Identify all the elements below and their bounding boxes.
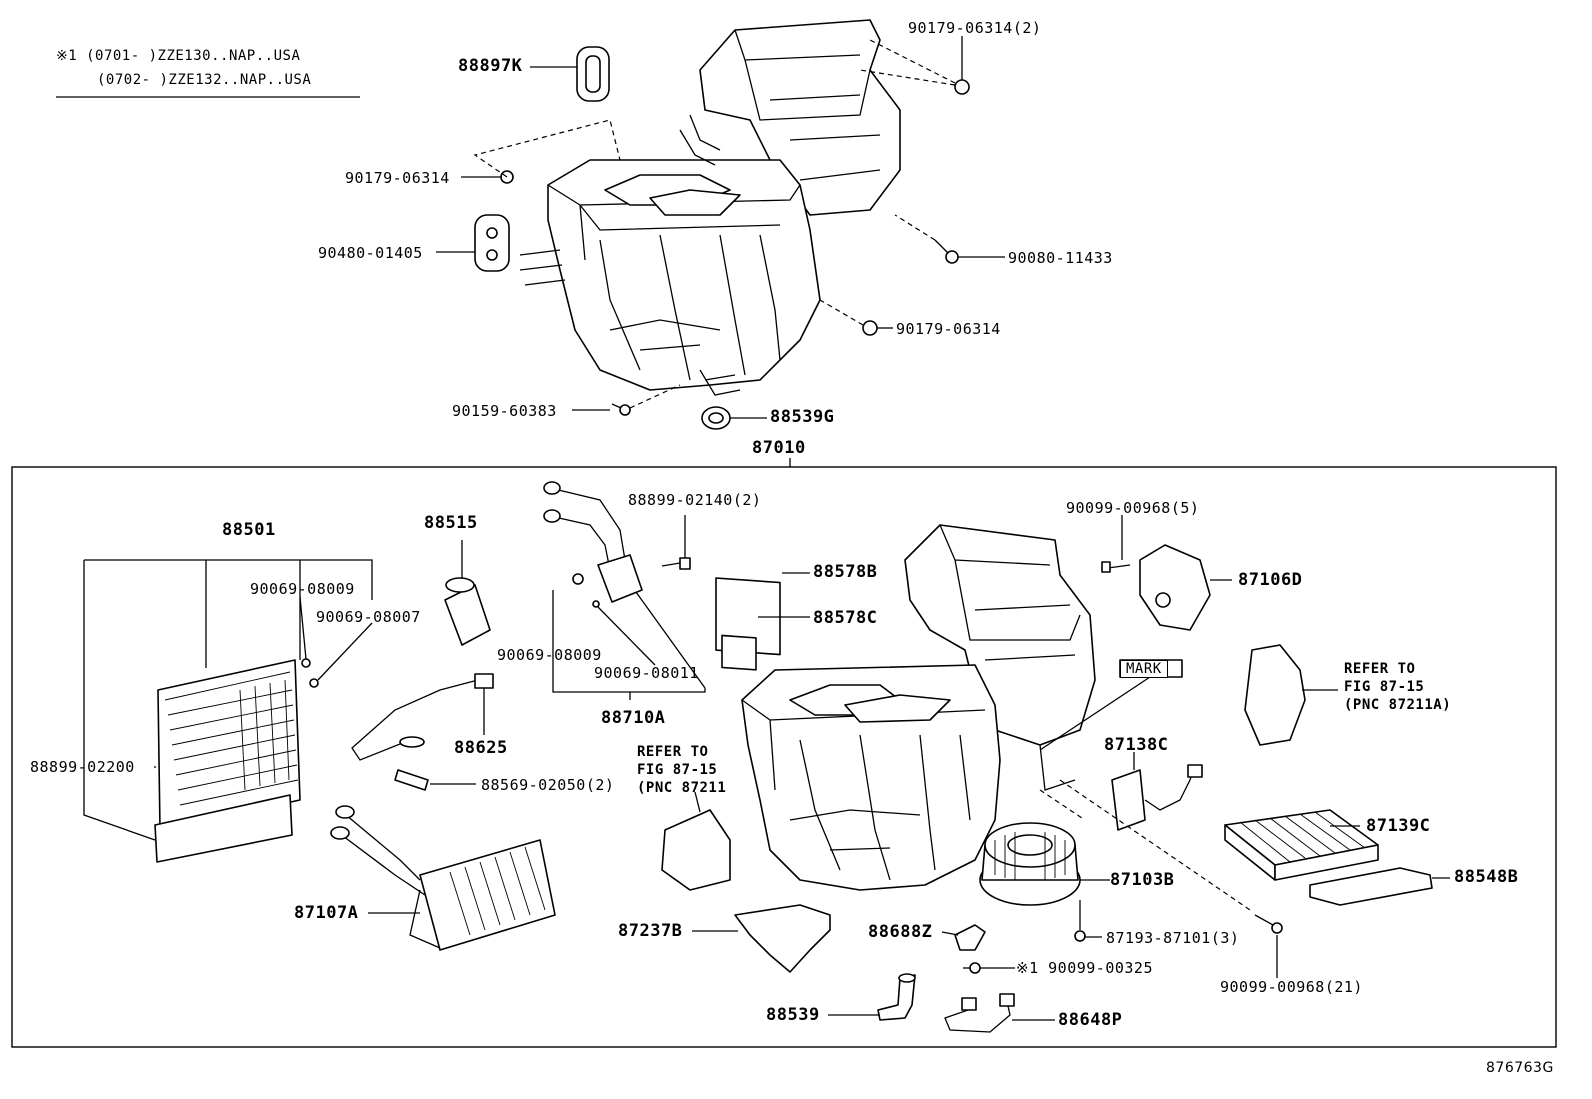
label-88515: 88515 xyxy=(424,513,478,533)
refer-line: (PNC 87211A) xyxy=(1344,697,1452,713)
label-90069-08009-a: 90069-08009 xyxy=(250,580,355,598)
grommet-88897K xyxy=(576,46,610,102)
blower-motor-87103B xyxy=(979,822,1081,906)
label-87106D: 87106D xyxy=(1238,570,1303,590)
upper-hvac-unit xyxy=(519,19,901,396)
label-87107A: 87107A xyxy=(294,903,359,923)
evaporator-88501 xyxy=(154,659,301,863)
refer-line: REFER TO xyxy=(637,744,709,760)
label-88501: 88501 xyxy=(222,520,276,540)
figure-id: 876763G xyxy=(1486,1060,1554,1076)
label-88897K: 88897K xyxy=(458,56,523,76)
label-90080-11433: 90080-11433 xyxy=(1008,249,1113,267)
label-88539: 88539 xyxy=(766,1005,820,1025)
clip-90179-b xyxy=(862,320,878,336)
label-87237B: 87237B xyxy=(618,921,683,941)
resistor-87138C xyxy=(1111,764,1203,831)
clip-88569 xyxy=(394,769,429,791)
screw-90099-00968-21 xyxy=(1254,914,1283,934)
label-87139C: 87139C xyxy=(1366,816,1431,836)
screw-87193 xyxy=(1074,900,1086,942)
bracket-88688Z xyxy=(954,924,986,951)
o-ring-08009 xyxy=(301,658,311,668)
label-90179-06314-2: 90179-06314(2) xyxy=(908,19,1042,37)
o-ring-08007 xyxy=(309,678,319,688)
label-87193-87101: 87193-87101(3) xyxy=(1106,929,1240,947)
assembly-frame xyxy=(11,466,1557,1048)
label-88899-02140: 88899-02140(2) xyxy=(628,491,762,509)
refer-line: (PNC 87211 xyxy=(637,780,727,796)
label-88899-02200: 88899-02200 xyxy=(30,758,135,776)
refer-block-87211: REFER TO FIG 87-15 (PNC 87211 xyxy=(637,743,726,797)
note-line-2: (0702- )ZZE132..NAP..USA xyxy=(97,72,312,88)
label-88625: 88625 xyxy=(454,738,508,758)
clip-90179-top xyxy=(954,79,970,95)
label-90179-06314-a: 90179-06314 xyxy=(345,169,450,187)
pipes-88710A xyxy=(543,481,643,603)
thermistor-88625 xyxy=(351,673,494,761)
cover-87237B xyxy=(734,904,831,973)
label-88539G: 88539G xyxy=(770,407,835,427)
label-88548B: 88548B xyxy=(1454,867,1519,887)
note-line-1: ※1 (0701- )ZZE130..NAP..USA xyxy=(56,48,301,64)
label-90099-00325: ※1 90099-00325 xyxy=(1016,959,1153,977)
duct-87211A xyxy=(1244,644,1306,746)
mark-label: MARK xyxy=(1120,660,1168,678)
hose-88539 xyxy=(877,973,916,1021)
duct-87211 xyxy=(661,809,731,891)
filter-87139C xyxy=(1224,809,1379,881)
assembly-label-87010: 87010 xyxy=(752,438,806,458)
label-90179-06314-b: 90179-06314 xyxy=(896,320,1001,338)
screw-90099-00325 xyxy=(963,962,981,974)
label-88648P: 88648P xyxy=(1058,1010,1123,1030)
o-ring-88710-b xyxy=(592,600,600,608)
grommet-90480-01405 xyxy=(474,214,510,272)
label-88688Z: 88688Z xyxy=(868,922,933,942)
lower-hvac-unit xyxy=(741,524,1096,891)
refer-line: REFER TO xyxy=(1344,661,1416,677)
label-88578B: 88578B xyxy=(813,562,878,582)
refer-line: FIG 87-15 xyxy=(1344,679,1425,695)
actuator-87106D xyxy=(1139,544,1211,631)
label-90069-08009-b: 90069-08009 xyxy=(497,646,602,664)
refer-line: FIG 87-15 xyxy=(637,762,718,778)
screw-90159-60383 xyxy=(611,403,631,416)
label-90099-00968-21: 90099-00968(21) xyxy=(1220,978,1363,996)
label-90069-08007: 90069-08007 xyxy=(316,608,421,626)
label-88578C: 88578C xyxy=(813,608,878,628)
label-90099-00968-5: 90099-00968(5) xyxy=(1066,499,1200,517)
bolt-88899-02140 xyxy=(661,557,691,570)
harness-88648P xyxy=(944,993,1015,1033)
o-ring-88710-a xyxy=(572,573,584,585)
label-88569-02050: 88569-02050(2) xyxy=(481,776,615,794)
label-90480-01405: 90480-01405 xyxy=(318,244,423,262)
label-90069-08011: 90069-08011 xyxy=(594,664,699,682)
label-90159-60383: 90159-60383 xyxy=(452,402,557,420)
expansion-valve-88515 xyxy=(444,577,491,646)
label-87103B: 87103B xyxy=(1110,870,1175,890)
label-88710A: 88710A xyxy=(601,708,666,728)
cover-88548B xyxy=(1309,867,1433,906)
refer-block-87211A: REFER TO FIG 87-15 (PNC 87211A) xyxy=(1344,660,1451,714)
seal-88578C xyxy=(721,634,757,671)
screw-90080-11433 xyxy=(934,239,959,264)
plug-88539G xyxy=(701,406,731,430)
label-87138C: 87138C xyxy=(1104,735,1169,755)
heater-core-87107A xyxy=(330,805,556,951)
